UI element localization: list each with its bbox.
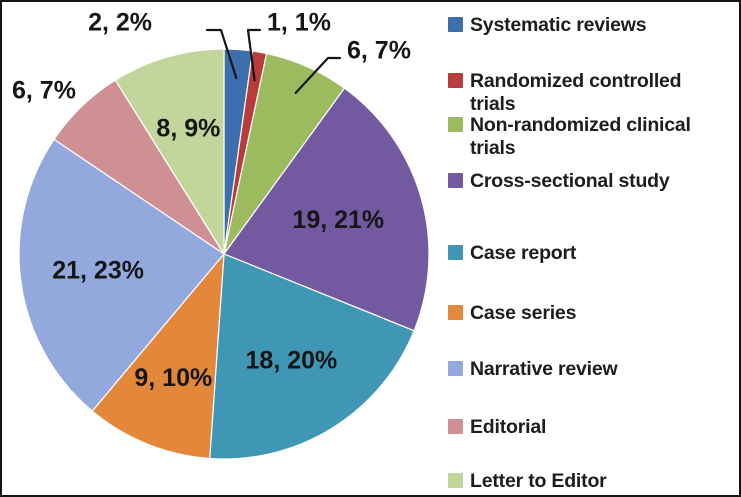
legend-swatch-icon	[448, 419, 463, 434]
pie-slice-case-series[interactable]	[91, 252, 225, 460]
legend-label: Randomized controlled trials	[470, 70, 682, 115]
legend-label: Editorial	[470, 416, 547, 438]
pie-label-non-randomized-clinical-trials: 6, 7%	[347, 37, 411, 65]
pie-chart-svg: 2, 2% 1, 1% 6, 7% 19, 21% 18, 20% 9, 10% 21, 2…	[12, 9, 430, 460]
pie-slice-letter-to-editor[interactable]	[114, 48, 225, 257]
legend-item-narrative-review[interactable]: Narrative review	[448, 358, 739, 381]
pie-slices-group	[18, 48, 430, 460]
legend-item-letter-to-editor[interactable]: Letter to Editor	[448, 470, 739, 493]
legend-label: Narrative review	[470, 358, 618, 380]
leader-line-systematic-reviews	[205, 28, 238, 80]
legend-label: Case report	[470, 242, 577, 264]
legend-item-editorial[interactable]: Editorial	[448, 416, 739, 439]
legend-item-case-report[interactable]: Case report	[448, 242, 739, 265]
leader-line-non-randomized-clinical-trials	[294, 56, 342, 94]
pie-label-editorial: 6, 7%	[12, 77, 76, 105]
pie-label-case-report: 18, 20%	[246, 346, 338, 374]
legend-label: Letter to Editor	[470, 470, 607, 492]
pie-leader-lines-group	[205, 28, 342, 94]
pie-slice-cross-sectional-study[interactable]	[223, 87, 430, 332]
legend-label: Non-randomized clinical trials	[470, 114, 691, 159]
legend-swatch-icon	[448, 117, 463, 132]
pie-data-labels-group: 2, 2% 1, 1% 6, 7% 19, 21% 18, 20% 9, 10% 21, 2…	[12, 9, 411, 392]
legend-item-cross-sectional-study[interactable]: Cross-sectional study	[448, 170, 739, 193]
legend-swatch-icon	[448, 17, 463, 32]
leader-line-randomized-controlled-trials	[246, 28, 262, 82]
pie-label-randomized-controlled-trials: 1, 1%	[267, 9, 331, 37]
legend-swatch-icon	[448, 245, 463, 260]
legend-swatch-icon	[448, 305, 463, 320]
legend-swatch-icon	[448, 173, 463, 188]
legend-swatch-icon	[448, 361, 463, 376]
pie-label-case-series: 9, 10%	[134, 364, 212, 392]
pie-label-letter-to-editor: 8, 9%	[156, 115, 220, 143]
legend-label: Case series	[470, 302, 577, 324]
legend-item-non-randomized-clinical-trials[interactable]: Non-randomized clinical trials	[448, 114, 739, 160]
pie-slice-narrative-review[interactable]	[18, 138, 225, 412]
pie-plot-area: 2, 2% 1, 1% 6, 7% 19, 21% 18, 20% 9, 10% 21, 2…	[2, 2, 442, 495]
legend-item-case-series[interactable]: Case series	[448, 302, 739, 325]
legend-label: Cross-sectional study	[470, 170, 670, 192]
pie-label-narrative-review: 21, 23%	[52, 256, 144, 284]
pie-label-cross-sectional-study: 19, 21%	[292, 206, 384, 234]
legend-swatch-icon	[448, 473, 463, 488]
pie-slice-case-report[interactable]	[209, 253, 415, 460]
legend-item-randomized-controlled-trials[interactable]: Randomized controlled trials	[448, 70, 739, 116]
legend-label: Systematic reviews	[470, 14, 647, 36]
pie-label-systematic-reviews: 2, 2%	[88, 9, 152, 37]
legend-swatch-icon	[448, 73, 463, 88]
legend-item-systematic-reviews[interactable]: Systematic reviews	[448, 14, 739, 37]
